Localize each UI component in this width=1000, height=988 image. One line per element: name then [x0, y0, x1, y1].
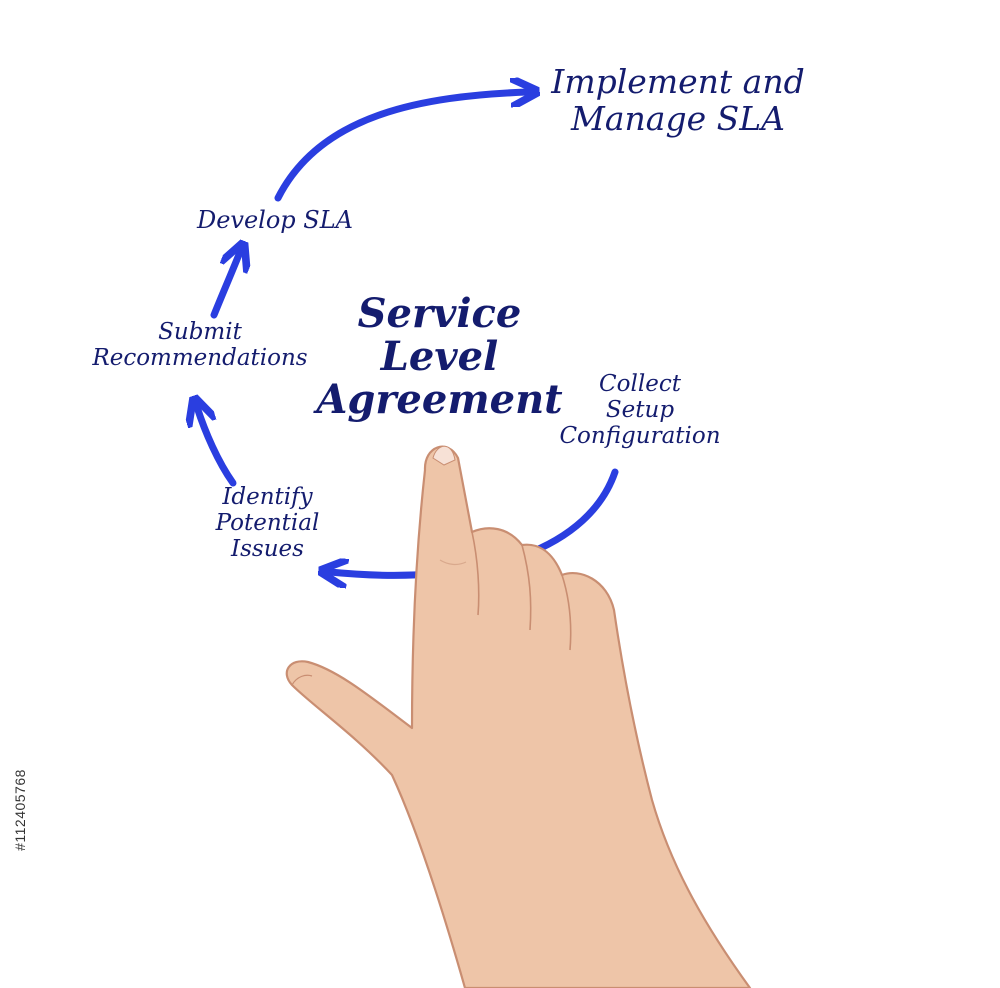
step-label-line: Develop SLA: [196, 206, 354, 234]
step-label-line: Recommendations: [92, 344, 308, 371]
step-label-line: Configuration: [559, 422, 721, 449]
step-develop: Develop SLA: [185, 207, 365, 234]
step-identify: Identify Potential Issues: [180, 484, 355, 562]
step-label-line: Manage SLA: [571, 98, 785, 138]
pointing-hand: [285, 445, 752, 988]
step-label-line: Collect: [599, 371, 681, 397]
center-title-line: Level: [380, 333, 499, 381]
arrow-develop-to-implement: [274, 92, 528, 202]
step-label-line: Identify: [222, 484, 313, 510]
step-collect: Collect Setup Configuration: [520, 371, 760, 449]
step-label-line: Submit: [158, 319, 242, 345]
step-label-line: Setup: [605, 396, 675, 423]
step-label-line: Issues: [231, 535, 304, 562]
stock-image-id-text: #112405768: [12, 769, 28, 851]
center-title-line: Service: [357, 290, 522, 337]
arrow-identify-to-submit: [197, 407, 237, 487]
arrow-submit-to-develop: [210, 252, 240, 319]
stock-image-id: #112405768: [8, 755, 32, 865]
center-title: Service Level Agreement: [312, 292, 567, 422]
step-submit: Submit Recommendations: [60, 319, 340, 372]
center-title-line: Agreement: [316, 376, 563, 424]
step-label-line: Potential: [215, 509, 320, 536]
step-implement-manage: Implement and Manage SLA: [528, 62, 828, 138]
step-label-line: Implement and: [551, 62, 805, 101]
